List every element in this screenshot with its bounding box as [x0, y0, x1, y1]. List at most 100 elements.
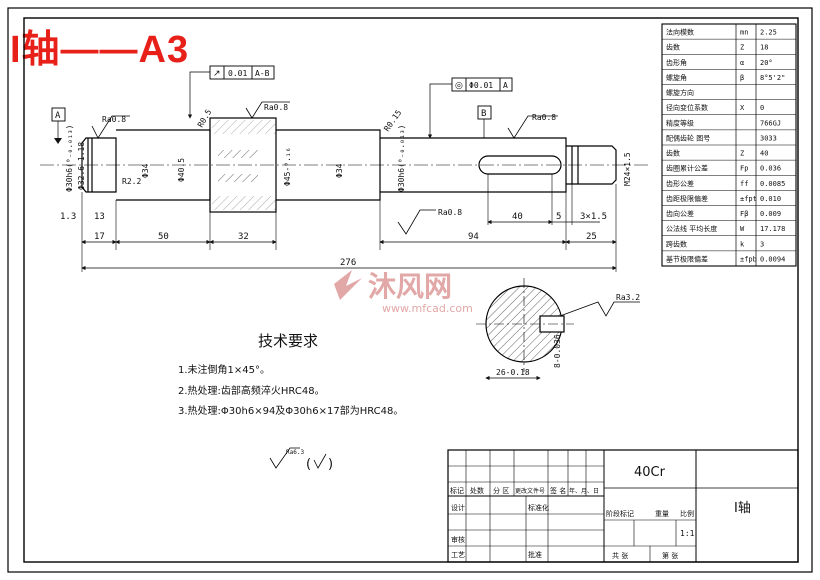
general-roughness-label: Ra6.3 [286, 449, 304, 456]
datum-b: B [477, 105, 492, 138]
roughness-section-label: Ra3.2 [616, 293, 640, 302]
dim-left-step: 13 [94, 212, 105, 222]
gear-table-sym: W [740, 225, 745, 233]
watermark-brand: 沐风网 [368, 270, 452, 303]
watermark-url: www.mfcad.com [382, 302, 473, 315]
concentricity-value: Φ0.01 [469, 81, 493, 90]
gear-table-label: 螺旋方向 [666, 88, 694, 97]
roughness-right: Ra0.8 [507, 113, 558, 139]
gear-table-sym: X [740, 104, 745, 112]
tb-material: 40Cr [634, 465, 666, 480]
section-key-width: 8-0.036 [553, 334, 562, 368]
requirements-heading: 技术要求 [258, 332, 318, 350]
runout-value: 0.01 [228, 69, 247, 78]
tb-total: 共 张 [612, 551, 628, 560]
dim-phi34-mid: Φ34 [335, 163, 344, 178]
gear-table-sym: k [740, 240, 745, 248]
runout-symbol: ↗ [213, 69, 221, 79]
general-roughness-paren-close: ) [328, 457, 333, 472]
gear-table-val: 3 [760, 240, 764, 248]
dim-5: 5 [556, 212, 561, 222]
gear-table-sym: ±fpb [740, 255, 757, 263]
dim-25: 25 [586, 232, 597, 242]
tb-scale: 1:1 [680, 529, 695, 538]
gear-table-label: 径向变位系数 [666, 103, 708, 112]
tb-sign: 签 名 [550, 486, 566, 495]
gear-table-label: 齿形公差 [666, 179, 694, 188]
concentricity-frame: ◎ Φ0.01 A [427, 77, 513, 139]
gear-table-label: 齿距极限偏差 [666, 194, 708, 203]
gear-table-val: 766GJ [760, 119, 781, 127]
gear-table-val: 0.0085 [760, 180, 785, 188]
gear-table-label: 精度等级 [666, 118, 694, 127]
tb-count: 处数 [470, 486, 484, 495]
gear-table-sym: Z [740, 150, 744, 158]
requirement-1: 1.未注倒角1×45°。 [178, 363, 270, 376]
dim-276: 276 [340, 258, 356, 268]
tb-process: 工艺 [451, 551, 465, 559]
dim-left-groove: Φ32.6-1.18 [77, 142, 86, 190]
gear-table-val: 0.009 [760, 210, 781, 218]
roughness-right-label: Ra0.8 [532, 113, 556, 122]
drawing-title: I轴——A3 [10, 29, 190, 71]
requirement-2: 2.热处理:齿部高频淬火HRC48。 [178, 384, 325, 397]
gear-table-val: 0.010 [760, 195, 781, 203]
general-roughness: Ra6.3 ( ) [269, 447, 333, 472]
datum-a-label: A [55, 111, 61, 121]
dim-32: 32 [238, 232, 249, 242]
gear-table-val: 17.178 [760, 225, 785, 233]
gear-table-val: 0.036 [760, 165, 781, 173]
dim-left-offset: 1.3 [60, 212, 76, 222]
tb-review: 审核 [451, 535, 465, 544]
dim-phi34-left: Φ34 [141, 163, 150, 178]
shaft-main-view [40, 117, 650, 213]
gear-table-label: 基节极限偏差 [666, 254, 708, 263]
dim-thread: M24×1.5 [623, 152, 632, 186]
tb-date: 年、月、日 [569, 487, 599, 495]
datum-b-label: B [481, 109, 486, 119]
gear-table-label: 配偶齿轮 图号 [666, 133, 710, 142]
tb-part-name: I轴 [734, 501, 751, 516]
dim-r22: R2.2 [122, 177, 141, 186]
roughness-left-label: Ra0.8 [102, 115, 126, 124]
gear-table-sym: α [740, 59, 744, 67]
gear-table-label: 齿数 [666, 149, 680, 158]
dim-key-40: 40 [512, 212, 523, 222]
gear-table-label: 齿数 [666, 43, 680, 52]
general-roughness-paren-open: ( [306, 457, 311, 472]
tb-sheet: 第 张 [662, 551, 678, 560]
watermark: 沐风网 www.mfcad.com [334, 270, 473, 315]
gear-table-val: 18 [760, 44, 768, 52]
requirement-3: 3.热处理:Φ30h6×94及Φ30h6×17部为HRC48。 [178, 404, 403, 417]
tb-ratio: 比例 [680, 509, 694, 518]
roughness-gear-label: Ra0.8 [264, 103, 288, 112]
gear-table-val: 20° [760, 59, 773, 67]
tb-standardize: 标准化 [528, 503, 549, 512]
gear-table-label: 齿向公差 [666, 209, 694, 218]
gear-table-sym: ±fpt [740, 195, 757, 203]
dim-gear-tip: Φ45-⁰.₁₆ [283, 147, 292, 186]
tb-approve: 批准 [528, 550, 542, 559]
gear-table-sym: Z [740, 44, 744, 52]
gear-table-sym: Fp [740, 165, 748, 173]
gear-table-val: 40 [760, 150, 768, 158]
tb-mark: 标记 [450, 486, 464, 495]
dimension-lines [81, 219, 617, 271]
sheet-inner-border [23, 17, 799, 563]
gear-table-sym: ff [740, 180, 748, 188]
gear-table-sym: β [740, 74, 744, 82]
dim-undercut: 3×1.5 [580, 212, 607, 222]
dim-50: 50 [158, 232, 169, 242]
datum-a: A [51, 107, 66, 144]
gear-table-val: 3033 [760, 134, 777, 142]
tb-weight: 重量 [655, 510, 669, 518]
dim-left-journal: Φ30h6(⁰₋₀.₀₁₃) [65, 125, 74, 192]
dim-94: 94 [468, 232, 479, 242]
gear-table-val: 8°5'2" [760, 74, 785, 82]
sheet-border [7, 7, 813, 573]
gear-table-label: 公法线 平均长度 [666, 224, 717, 233]
dim-gear-root: Φ40.5 [177, 158, 186, 182]
section-key-depth: 26-0.18 [496, 368, 530, 377]
